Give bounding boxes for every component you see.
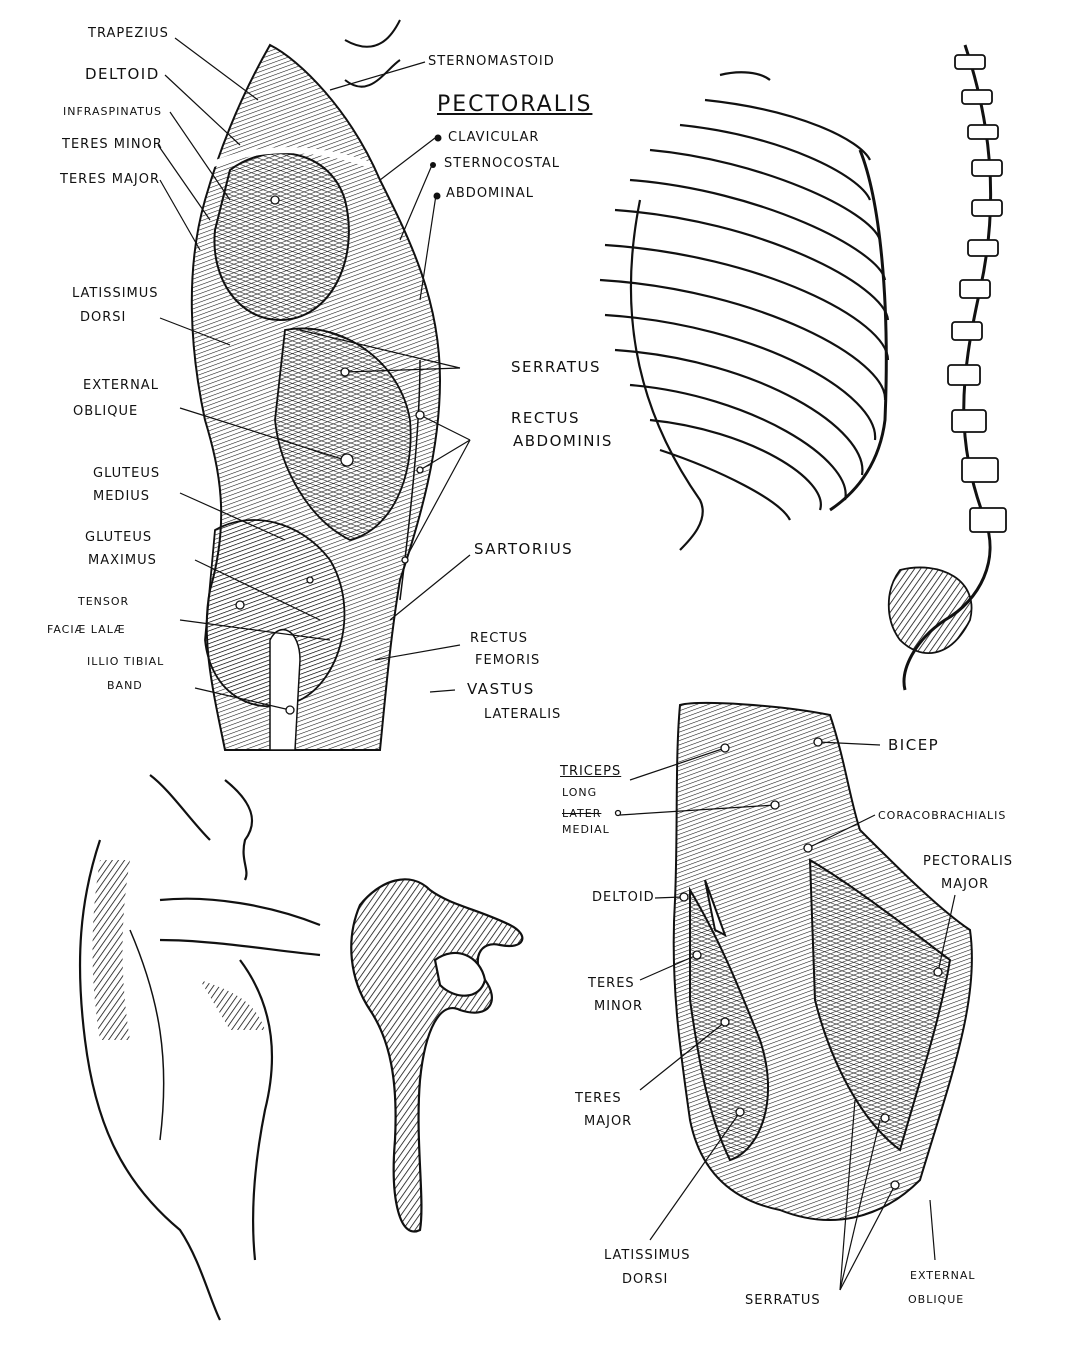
it-band bbox=[269, 628, 301, 751]
scapula-bone bbox=[350, 878, 524, 1233]
neck-line bbox=[344, 19, 401, 48]
label-triceps-long: LONG bbox=[562, 786, 598, 799]
label-arm-external-oblique-2: OBLIQUE bbox=[908, 1293, 965, 1306]
label-external-oblique-2: OBLIQUE bbox=[73, 404, 139, 419]
label-triceps-later: LATER bbox=[562, 807, 602, 820]
label-arm-serratus: SERRATUS bbox=[745, 1293, 821, 1308]
linea-alba bbox=[399, 359, 421, 601]
label-triceps-medial: MEDIAL bbox=[562, 823, 610, 836]
label-teres-major: TERES MAJOR bbox=[60, 172, 160, 187]
spine bbox=[887, 44, 1007, 691]
label-pectoralis-sternocostal: STERNOCOSTAL bbox=[444, 156, 561, 171]
label-triceps: TRICEPS bbox=[560, 764, 622, 779]
label-coracobrachialis: CORACOBRACHIALIS bbox=[878, 809, 1007, 822]
label-sternomastoid: STERNOMASTOID bbox=[428, 54, 555, 69]
rib-cage bbox=[599, 71, 890, 551]
label-tensor-1: TENSOR bbox=[78, 595, 130, 608]
label-serratus: SERRATUS bbox=[511, 358, 601, 376]
label-pectoralis-major-2: MAJOR bbox=[941, 877, 990, 892]
label-illio-tibial-2: BAND bbox=[107, 679, 143, 692]
label-vastus-lateralis-1: VASTUS bbox=[467, 680, 535, 698]
deltoid-mass bbox=[213, 152, 350, 322]
label-pectoralis-abdominal: ABDOMINAL bbox=[446, 186, 534, 201]
label-external-oblique-1: EXTERNAL bbox=[83, 378, 159, 393]
oblique-mass bbox=[274, 327, 412, 541]
label-arm-teres-major-1: TERES bbox=[575, 1091, 622, 1106]
label-pectoralis-title: PECTORALIS bbox=[437, 92, 593, 117]
label-arm-deltoid: DELTOID bbox=[592, 890, 655, 905]
label-vastus-lateralis-2: LATERALIS bbox=[484, 707, 562, 722]
label-rectus-abdominis-1: RECTUS bbox=[511, 409, 581, 427]
label-pectoralis-clavicular: CLAVICULAR bbox=[448, 130, 540, 145]
torso-leader-lines bbox=[157, 37, 471, 711]
torso-side-figure bbox=[190, 19, 442, 751]
label-deltoid: DELTOID bbox=[85, 65, 160, 83]
label-gluteus-medius-1: GLUTEUS bbox=[93, 466, 161, 481]
label-tensor-2: FACIÆ LALÆ bbox=[47, 623, 126, 636]
label-gluteus-maximus-1: GLUTEUS bbox=[85, 530, 153, 545]
label-gluteus-maximus-2: MAXIMUS bbox=[88, 553, 157, 568]
label-sartorius: SARTORIUS bbox=[474, 540, 574, 558]
raised-arm-shading bbox=[92, 860, 265, 1040]
label-latissimus-2: DORSI bbox=[80, 310, 127, 325]
label-pectoralis-major-1: PECTORALIS bbox=[923, 854, 1014, 869]
label-rectus-femoris-2: FEMORIS bbox=[475, 653, 541, 668]
label-teres-minor: TERES MINOR bbox=[62, 137, 163, 152]
label-arm-latissimus-2: DORSI bbox=[622, 1272, 669, 1287]
label-arm-external-oblique-1: EXTERNAL bbox=[910, 1269, 976, 1282]
label-bicep: BICEP bbox=[888, 736, 940, 754]
raised-arm-figure bbox=[78, 774, 321, 1321]
label-rectus-abdominis-2: ABDOMINIS bbox=[513, 432, 613, 450]
label-trapezius: TRAPEZIUS bbox=[88, 26, 169, 41]
label-infraspinatus: INFRASPINATUS bbox=[63, 105, 163, 118]
label-gluteus-medius-2: MEDIUS bbox=[93, 489, 151, 504]
torso-dots bbox=[235, 195, 425, 715]
label-arm-teres-minor-2: MINOR bbox=[594, 999, 644, 1014]
neck-line-2 bbox=[344, 59, 401, 88]
label-illio-tibial-1: ILLIO TIBIAL bbox=[87, 655, 165, 668]
arm-dots bbox=[614, 737, 943, 1190]
label-arm-latissimus-1: LATISSIMUS bbox=[604, 1248, 691, 1263]
clavicle-highlight bbox=[198, 147, 372, 173]
label-latissimus-1: LATISSIMUS bbox=[72, 286, 159, 301]
label-rectus-femoris-1: RECTUS bbox=[470, 631, 529, 646]
arm-leader-lines bbox=[619, 741, 956, 1291]
label-arm-teres-major-2: MAJOR bbox=[584, 1114, 633, 1129]
pectoralis-dots bbox=[430, 134, 442, 200]
gluteus-mass bbox=[204, 519, 346, 708]
arm-muscle-detail bbox=[672, 702, 973, 1221]
label-arm-teres-minor-1: TERES bbox=[588, 976, 635, 991]
